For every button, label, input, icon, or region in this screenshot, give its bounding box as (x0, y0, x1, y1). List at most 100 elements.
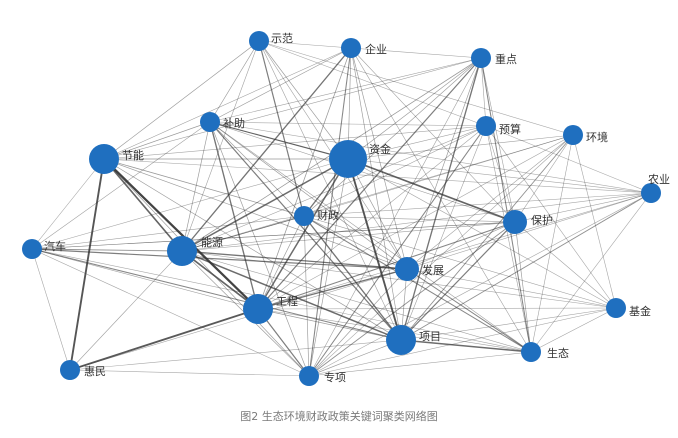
edge-yusuan-jieneng (103, 125, 487, 160)
edge-qiye-gongcheng (257, 47, 352, 310)
edge-buzhu-yusuan (209, 121, 487, 127)
edge-shifan-nengyuan (181, 40, 260, 252)
edge-qiche-zhuanxiang (31, 248, 310, 377)
edge-nongye-jieneng (103, 158, 652, 194)
edge-qiche-jieneng (31, 158, 105, 250)
edge-nongye-nengyuan (181, 192, 652, 252)
edge-zhongdian-buzhu (209, 57, 482, 123)
edge-zijin-gongcheng (257, 158, 349, 310)
node-label-yusuan: 预算 (499, 122, 521, 136)
edge-buzhu-shengtai (209, 121, 532, 353)
node-caizheng (294, 206, 314, 226)
edge-baohu-jijin (514, 221, 617, 309)
edge-nengyuan-jijin (181, 250, 617, 309)
edge-qiye-fazhan (350, 47, 408, 270)
edge-qiche-shengtai (31, 248, 532, 353)
edge-zijin-baohu (347, 158, 516, 223)
edge-baohu-shengtai (514, 221, 532, 353)
edge-buzhu-zijin (209, 121, 349, 160)
edge-zhongdian-fazhan (406, 57, 482, 270)
edge-nongye-baohu (514, 192, 652, 223)
edge-caizheng-jijin (303, 215, 617, 309)
node-label-jieneng: 节能 (122, 148, 144, 162)
edge-shengtai-jijin (530, 307, 617, 353)
edge-qiye-nengyuan (181, 47, 352, 252)
node-label-zhuanxiang: 专项 (324, 370, 346, 384)
edge-nongye-shengtai (530, 192, 652, 353)
edge-qiche-caizheng (31, 215, 305, 250)
edge-nongye-yusuan (485, 125, 652, 194)
node-label-buzhu: 补助 (223, 116, 245, 130)
edge-caizheng-zhuanxiang (303, 215, 310, 377)
edge-yusuan-zijin (347, 125, 487, 160)
edge-gongcheng-xiangmu (257, 308, 402, 341)
node-baohu (503, 210, 527, 234)
edge-shifan-xiangmu (258, 40, 402, 341)
edge-nengyuan-xiangmu (181, 250, 402, 341)
network-nodes (22, 31, 661, 386)
edge-zhongdian-jieneng (103, 57, 482, 160)
node-fazhan (395, 257, 419, 281)
edge-gongcheng-huimin (69, 308, 259, 371)
node-label-shifan: 示范 (271, 31, 293, 45)
node-label-gongcheng: 工程 (276, 295, 298, 308)
edge-huanjing-shengtai (530, 134, 574, 353)
edge-nongye-caizheng (303, 192, 652, 217)
edge-yusuan-nengyuan (181, 125, 487, 252)
edge-shifan-jieneng (103, 40, 260, 160)
node-qiche (22, 239, 42, 259)
edge-xiangmu-jijin (400, 307, 617, 341)
edge-jieneng-buzhu (103, 121, 211, 160)
edge-nengyuan-fazhan (181, 250, 408, 270)
edge-jieneng-huimin (69, 158, 105, 371)
node-buzhu (200, 112, 220, 132)
edge-nongye-fazhan (406, 192, 652, 270)
node-label-fazhan: 发展 (422, 263, 444, 277)
edge-xiangmu-shengtai (400, 339, 532, 353)
edge-nongye-gongcheng (257, 192, 652, 310)
node-label-xiangmu: 项目 (419, 330, 441, 343)
node-yusuan (476, 116, 496, 136)
edge-buzhu-qiche (31, 121, 211, 250)
node-label-qiye: 企业 (365, 42, 387, 56)
node-zhuanxiang (299, 366, 319, 386)
edge-xiangmu-zhuanxiang (308, 339, 402, 377)
edge-zhongdian-zhuanxiang (308, 57, 482, 377)
edge-caizheng-shengtai (303, 215, 532, 353)
edge-zijin-xiangmu (347, 158, 402, 341)
edge-zhongdian-shengtai (480, 57, 532, 353)
edge-yusuan-zhuanxiang (308, 125, 487, 377)
node-label-nengyuan: 能源 (201, 235, 223, 249)
node-label-huanjing: 环境 (586, 130, 608, 144)
edge-buzhu-fazhan (209, 121, 408, 270)
edge-jijin-zijin (347, 158, 617, 309)
edge-buzhu-gongcheng (209, 121, 259, 310)
node-xiangmu (386, 325, 416, 355)
node-jieneng (89, 144, 119, 174)
node-zijin (329, 140, 367, 178)
node-nongye (641, 183, 661, 203)
edge-yusuan-xiangmu (400, 125, 487, 341)
edge-shifan-qiye (258, 40, 352, 49)
edge-qiye-baohu (350, 47, 516, 223)
edge-huanjing-zijin (347, 134, 574, 160)
edge-jieneng-nengyuan (103, 158, 183, 252)
edge-fazhan-zhuanxiang (308, 268, 408, 377)
edge-xiangmu-baohu (400, 221, 516, 341)
edge-buzhu-nengyuan (181, 121, 211, 252)
edge-buzhu-caizheng (209, 121, 305, 217)
edge-qiche-fazhan (31, 248, 408, 270)
edge-shifan-caizheng (258, 40, 305, 217)
node-nengyuan (167, 236, 197, 266)
node-qiye (341, 38, 361, 58)
edge-zijin-buzhu (209, 121, 349, 160)
edge-qiche-baohu (31, 221, 516, 250)
edge-zhongdian-yusuan (480, 57, 487, 127)
edge-gongcheng-jijin (257, 307, 617, 310)
edge-buzhu-xiangmu (209, 121, 402, 341)
edge-jijin-zhuanxiang (308, 307, 617, 377)
edge-zhuanxiang-zijin (308, 158, 349, 377)
node-shengtai (521, 342, 541, 362)
edge-qiche-gongcheng (31, 248, 259, 310)
edge-qiye-shengtai (350, 47, 532, 353)
